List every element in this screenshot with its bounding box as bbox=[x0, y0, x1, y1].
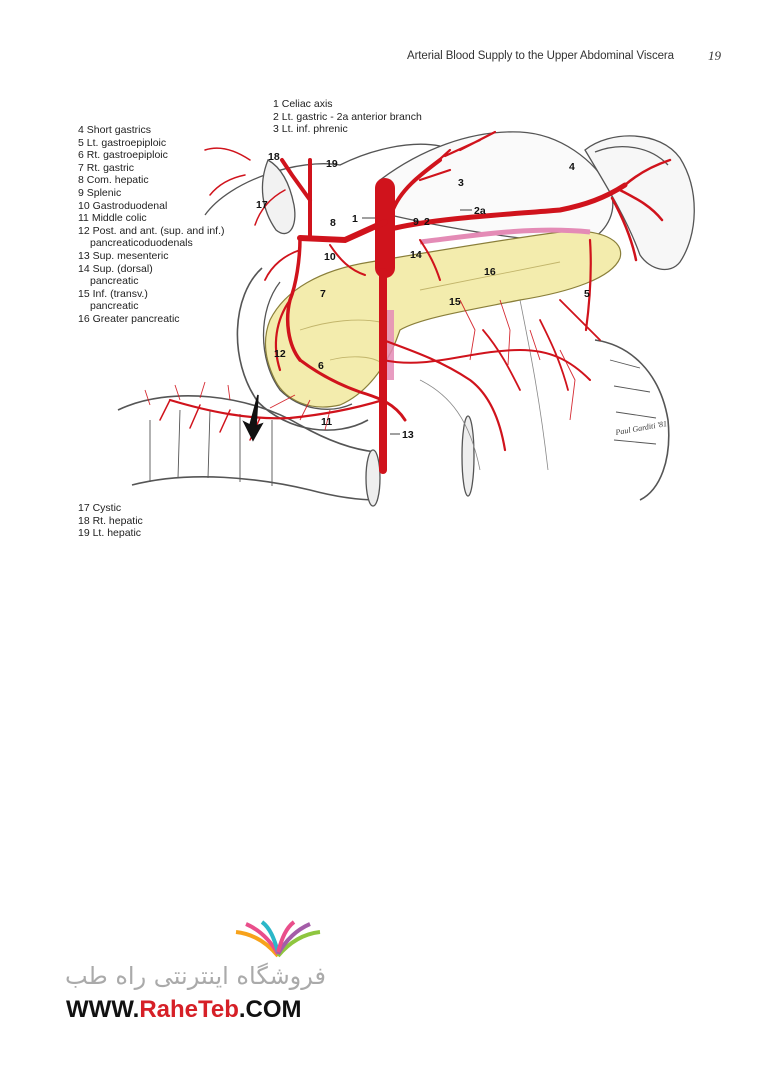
legend-item: 18 Rt. hepatic bbox=[78, 514, 143, 527]
figure-label: 17 bbox=[256, 199, 268, 211]
figure-label: 8 bbox=[330, 217, 336, 229]
figure-label: 2 bbox=[424, 216, 430, 228]
figure-label: 1 bbox=[352, 213, 358, 225]
legend-item: 13 Sup. mesenteric bbox=[78, 249, 169, 262]
legend-top: 1 Celiac axis 2 Lt. gastric - 2a anterio… bbox=[273, 98, 422, 136]
running-header: Arterial Blood Supply to the Upper Abdom… bbox=[407, 50, 674, 62]
legend-left: 4 Short gastrics 5 Lt. gastroepiploic 6 … bbox=[78, 124, 225, 326]
legend-item: 14 Sup. (dorsal) bbox=[78, 262, 153, 275]
anatomical-illustration: 1 2 2a 3 4 5 6 7 8 9 10 11 12 13 14 15 1… bbox=[117, 130, 695, 507]
legend-item: pancreatic bbox=[90, 300, 139, 313]
legend-item: 3 Lt. inf. phrenic bbox=[273, 123, 348, 136]
figure-label: 7 bbox=[320, 288, 326, 300]
figure-label: 19 bbox=[326, 158, 338, 170]
figure-label: 15 bbox=[449, 296, 461, 308]
figure-label: 18 bbox=[268, 151, 280, 163]
figure-label: 11 bbox=[321, 416, 332, 428]
legend-item: pancreatic bbox=[90, 275, 139, 288]
url-brand: RaheTeb bbox=[139, 996, 239, 1023]
legend-item: pancreaticoduodenals bbox=[90, 237, 193, 250]
figure-label: 6 bbox=[318, 360, 324, 372]
splenic-artery bbox=[392, 182, 628, 231]
legend-item: 11 Middle colic bbox=[78, 212, 147, 225]
url-prefix: WWW. bbox=[66, 996, 140, 1023]
book-logo-icon bbox=[235, 920, 321, 958]
legend-item: 12 Post. and ant. (sup. and inf.) bbox=[78, 224, 225, 237]
figure-label: 12 bbox=[274, 348, 286, 360]
figure-label: 10 bbox=[324, 251, 336, 263]
artist-signature: Paul Garditi '81 bbox=[614, 419, 668, 437]
url-suffix: .COM bbox=[238, 996, 302, 1023]
vein-band bbox=[419, 227, 591, 245]
figure-label: 13 bbox=[402, 429, 414, 441]
figure-label: 5 bbox=[584, 288, 590, 300]
legend-item: 8 Com. hepatic bbox=[78, 174, 149, 187]
legend-item: 7 Rt. gastric bbox=[78, 161, 135, 174]
legend-item: 16 Greater pancreatic bbox=[78, 312, 180, 325]
legend-item: 17 Cystic bbox=[78, 502, 122, 514]
legend-item: 15 Inf. (transv.) bbox=[78, 287, 148, 300]
legend-item: 6 Rt. gastroepiploic bbox=[78, 149, 168, 162]
legend-item: 19 Lt. hepatic bbox=[78, 527, 142, 540]
arrow-icon bbox=[242, 394, 264, 442]
page-number: 19 bbox=[708, 48, 721, 63]
spleen-outline bbox=[584, 135, 695, 271]
celiac-trunk bbox=[297, 219, 388, 244]
legend-item: 1 Celiac axis bbox=[273, 98, 333, 110]
legend-item: 10 Gastroduodenal bbox=[78, 199, 168, 212]
figure-label: 9 bbox=[413, 216, 419, 228]
figure-label: 4 bbox=[569, 161, 575, 173]
legend-bottom: 17 Cystic 18 Rt. hepatic 19 Lt. hepatic bbox=[78, 502, 143, 540]
legend-item: 2 Lt. gastric - 2a anterior branch bbox=[273, 110, 422, 123]
hepatic-artery bbox=[280, 158, 312, 240]
figure-label: 2a bbox=[474, 205, 486, 217]
legend-item: 5 Lt. gastroepiploic bbox=[78, 136, 167, 149]
watermark-persian-text: فروشگاه اینترنتی راه طب bbox=[65, 962, 326, 990]
legend-item: 4 Short gastrics bbox=[78, 124, 151, 136]
figure-label: 14 bbox=[410, 249, 422, 261]
legend-item: 9 Splenic bbox=[78, 186, 122, 199]
figure-label: 3 bbox=[458, 177, 464, 189]
watermark-url[interactable]: WWW.RaheTeb.COM bbox=[66, 996, 302, 1024]
figure-label: 16 bbox=[484, 266, 496, 278]
colon-outline bbox=[117, 395, 377, 453]
pancreas bbox=[264, 230, 622, 408]
